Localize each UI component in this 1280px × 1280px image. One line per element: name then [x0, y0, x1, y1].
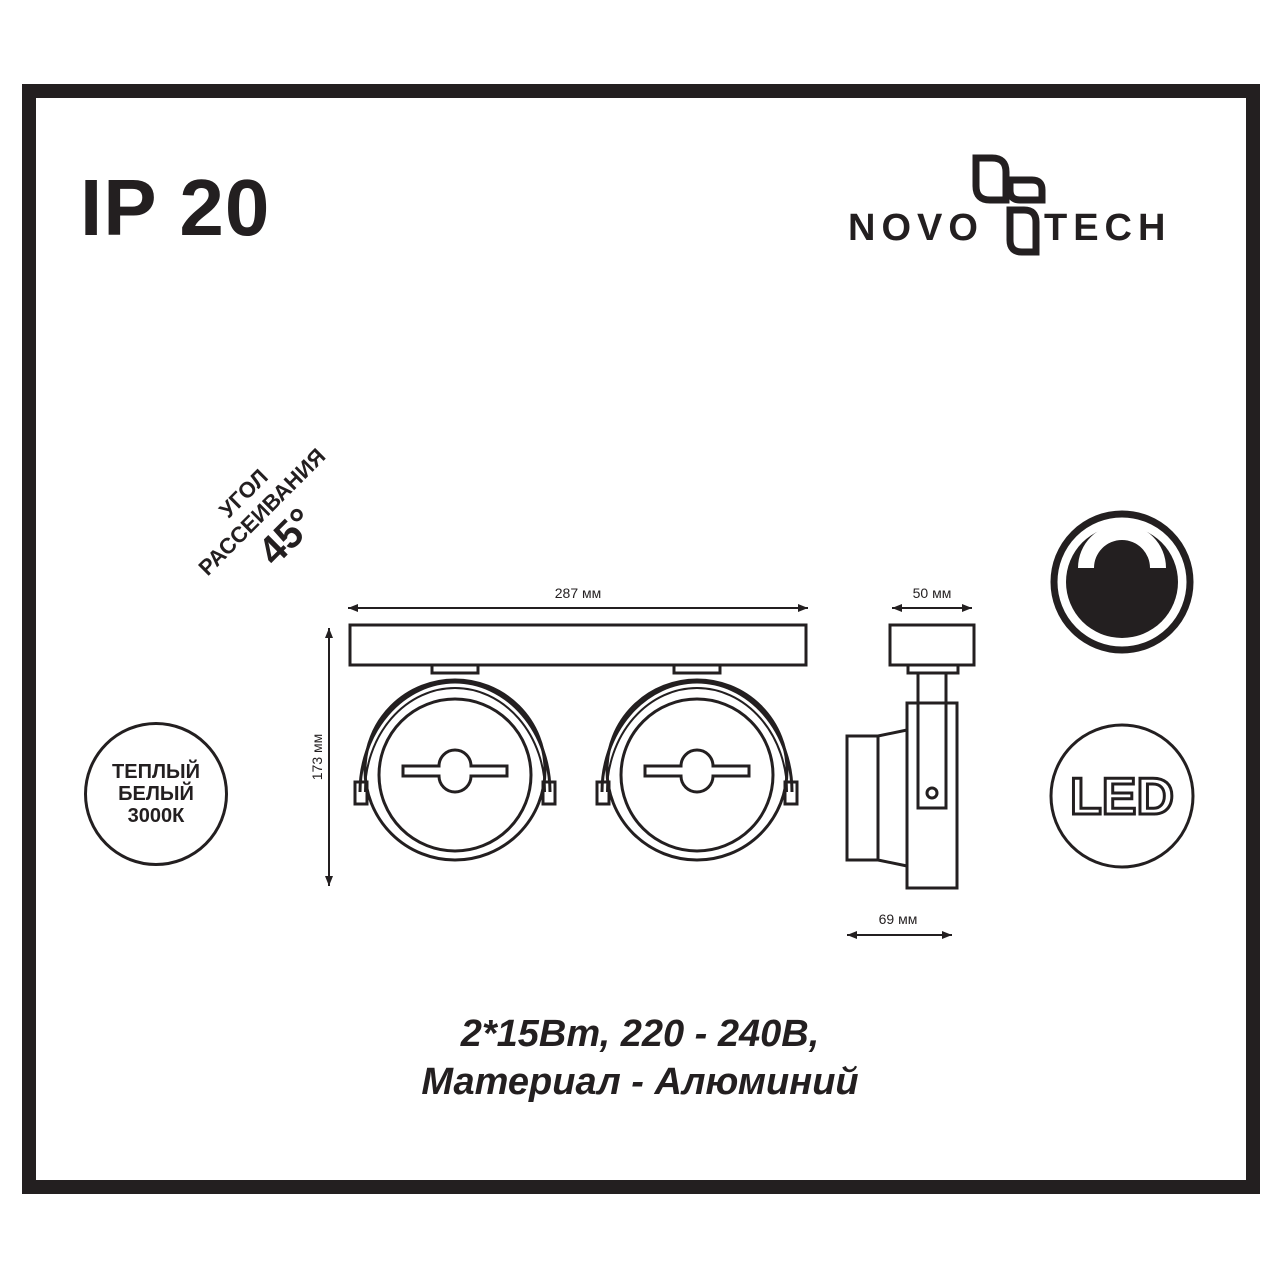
spec-material: Материал - Алюминий	[421, 1061, 859, 1103]
color-temp-line2: БЕЛЫЙ	[118, 783, 194, 805]
side-top-dimension-label: 50 мм	[913, 585, 952, 601]
led-icon: LED	[1048, 722, 1196, 870]
side-depth-dimension-label: 69 мм	[879, 911, 918, 927]
color-temp-line3: 3000К	[127, 805, 185, 827]
technical-drawing: 287 мм 173 мм	[300, 570, 1000, 950]
height-dimension-label: 173 мм	[309, 734, 325, 781]
adjustable-spot-icon	[1050, 510, 1194, 654]
color-temperature-badge: ТЕПЛЫЙ БЕЛЫЙ 3000К	[84, 722, 228, 866]
spec-power-voltage: 2*15Вт, 220 - 240В,	[460, 1013, 820, 1055]
color-temp-line1: ТЕПЛЫЙ	[112, 761, 200, 783]
width-dimension-label: 287 мм	[555, 585, 602, 601]
novotech-logo-icon: NOVO TECH	[848, 154, 1171, 256]
specifications: 2*15Вт, 220 - 240В, Материал - Алюминий	[300, 1010, 980, 1106]
svg-text:LED: LED	[1070, 768, 1174, 826]
ip-rating: IP 20	[80, 163, 271, 252]
brand-logo: NOVO TECH	[848, 150, 1208, 270]
svg-text:TECH: TECH	[1044, 207, 1171, 249]
outer-frame	[22, 84, 1260, 1194]
svg-text:NOVO: NOVO	[848, 207, 984, 249]
